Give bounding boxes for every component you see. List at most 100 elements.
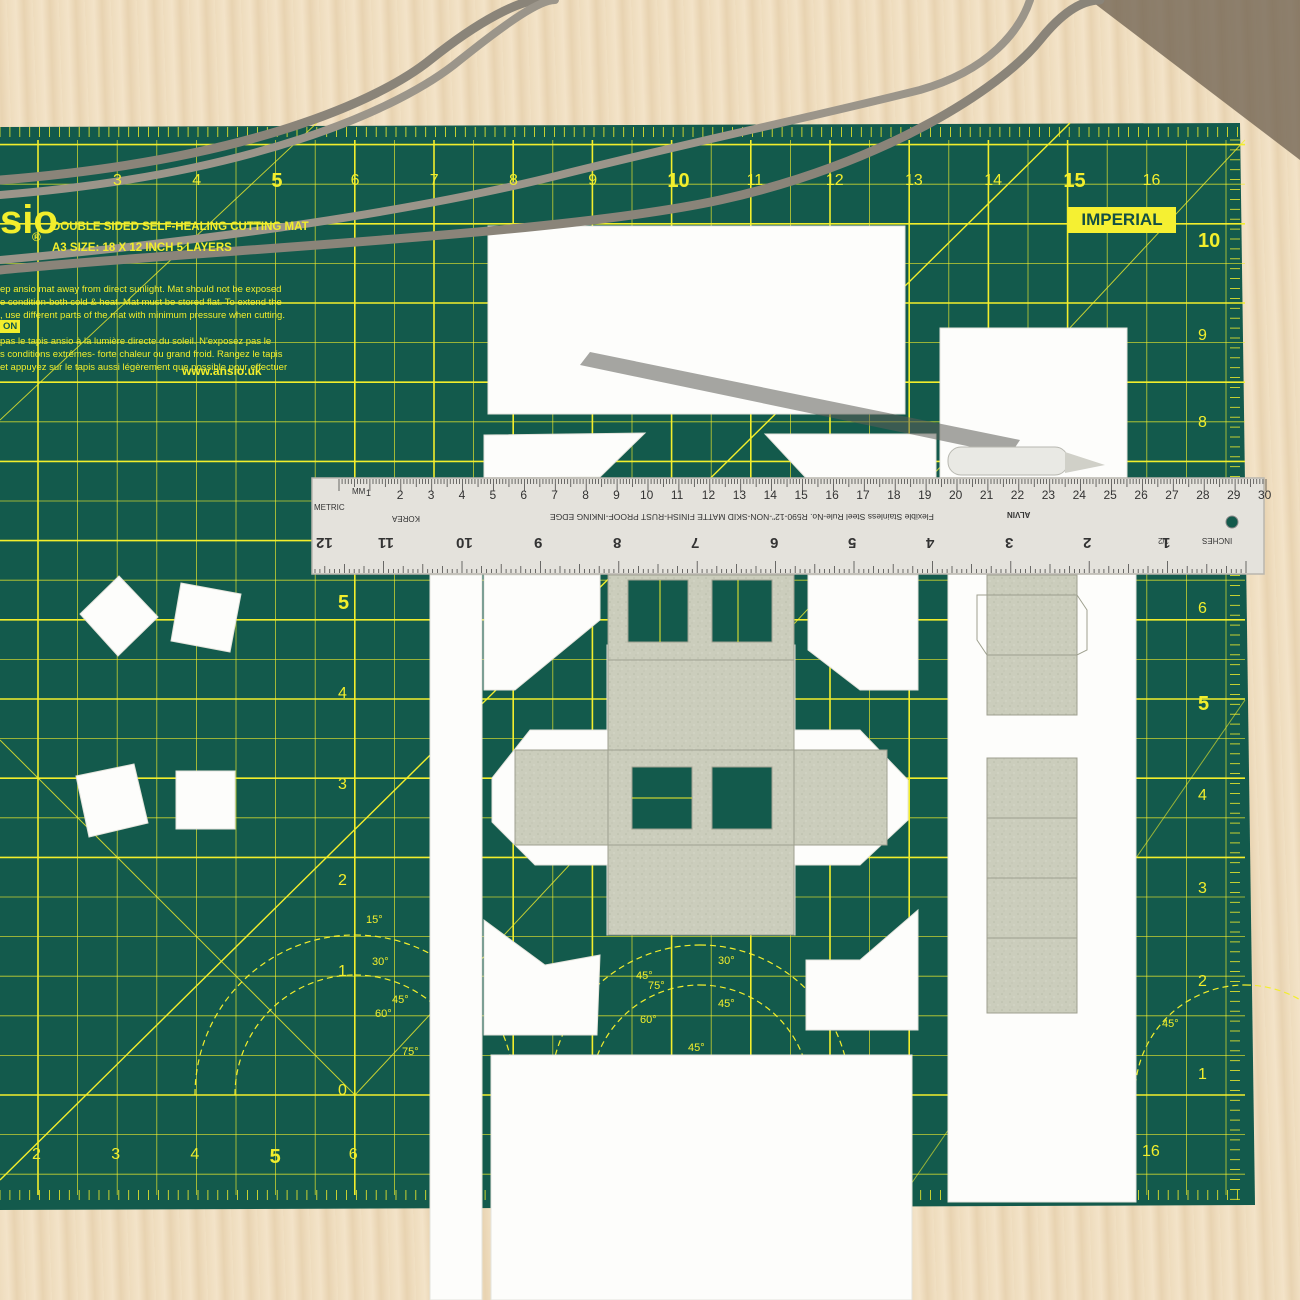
ruler-metric-number: 14 (763, 488, 777, 502)
ruler-inch-number: 10 (456, 534, 473, 551)
ruler-metric-number: 15 (794, 488, 808, 502)
mat-top-number: 10 (667, 170, 690, 192)
ruler-metric-number: 26 (1134, 488, 1148, 502)
mat-angle-label: 45° (1162, 1018, 1179, 1030)
mat-top-number: 3 (113, 172, 122, 189)
ruler-metric-number: 6 (520, 488, 528, 502)
ruler-metric-number: 22 (1010, 488, 1025, 502)
mat-top-number: 13 (905, 172, 923, 189)
mat-bottom-number: 3 (111, 1146, 121, 1163)
caution-en-1: ep ansio mat away from direct sunlight. … (0, 284, 282, 295)
ruler-metric-number: 7 (551, 488, 558, 502)
ruler-metric-number: 25 (1103, 488, 1117, 502)
ruler-metric-number: 5 (489, 488, 497, 502)
caution-en-3: , use different parts of the mat with mi… (0, 310, 285, 321)
mat-top-number: 6 (350, 172, 360, 189)
mat-angle-label: 30° (372, 956, 389, 968)
mat-top-number: 7 (429, 172, 439, 189)
strip-net-right (976, 574, 1088, 1014)
paper-square-2 (170, 582, 242, 653)
ruler-origin-label: KOREA (392, 514, 421, 523)
mat-size-line: A3 SIZE: 18 X 12 INCH 5 LAYERS (52, 242, 232, 254)
ruler-metric-number: 11 (670, 488, 684, 502)
ruler-metric-number: 9 (613, 488, 620, 502)
mat-right-number: 6 (1198, 600, 1207, 617)
mat-angle-label: 15° (366, 914, 383, 926)
mat-angle-label: 45° (718, 998, 735, 1010)
ruler-metric-number: 12 (701, 488, 716, 502)
ruler-metric-number: 29 (1227, 488, 1241, 502)
mat-right-number: 9 (1198, 327, 1207, 344)
paper-offcut-5 (483, 919, 601, 1036)
ruler-inch-number: 9 (534, 534, 543, 551)
mat-bottom-number: 5 (269, 1146, 281, 1168)
ruler-metric-number: 20 (949, 488, 963, 502)
ruler-metric-number: 23 (1041, 488, 1056, 502)
mat-angle-label: 75° (648, 980, 665, 992)
ruler-metric-number: 3 (427, 488, 435, 502)
shadow-corner (1090, 0, 1300, 160)
mat-top-number: 8 (509, 172, 518, 189)
caution-fr-1: pas le tapis ansio à la lumière directe … (0, 336, 272, 347)
caution-tag: ON (0, 320, 21, 333)
mat-left-number: 5 (338, 592, 350, 614)
mat-angle-label: 45° (392, 994, 409, 1006)
ruler-inch-number: 1 (1161, 534, 1170, 551)
net-panel-upper (607, 659, 795, 751)
mat-top-number: 12 (825, 172, 844, 189)
craft-knife-icon (580, 352, 1105, 476)
ruler-inch-number: 7 (691, 534, 700, 551)
ruler-inches-label: INCHES (1202, 536, 1233, 545)
ruler-metric-label: METRIC (314, 503, 345, 512)
paper-square-3 (75, 763, 149, 838)
ruler-metric-number: 16 (825, 488, 839, 502)
mat-website: www.ansio.uk (182, 364, 262, 378)
ruler-metric-number: 8 (582, 488, 589, 502)
ruler-inch-number: 2 (1083, 534, 1092, 551)
cable-1 (0, 0, 545, 185)
ruler-inch-number: 12 (316, 534, 333, 551)
mat-angle-label: 45° (636, 970, 653, 982)
mat-right-number: 2 (1198, 973, 1207, 990)
box-net (514, 574, 888, 936)
ruler-metric-number: 21 (979, 488, 994, 502)
mat-right-number: 10 (1198, 230, 1221, 252)
ruler-inch-number: 5 (848, 534, 857, 551)
mat-brand-mark: ® (32, 230, 41, 244)
mat-top-number: 11 (746, 172, 764, 189)
ruler-inch-number: 6 (769, 534, 778, 551)
ruler-metric-number: 17 (856, 488, 870, 502)
window-hole-1 (627, 579, 689, 643)
mat-right-number: 4 (1198, 787, 1207, 804)
ruler-print-line: Flexible Stainless Steel Rule-No. R590-1… (550, 512, 934, 522)
mat-top-number: 9 (588, 172, 598, 189)
mat-top-number: 14 (984, 172, 1002, 189)
mat-right-number: 3 (1198, 880, 1207, 897)
mat-brand: sio (0, 198, 58, 242)
mat-left-number: 1 (338, 963, 347, 980)
mat-top-number: 4 (192, 172, 202, 189)
paper-strip-left (429, 574, 483, 1300)
mat-title: DOUBLE SIDED SELF-HEALING CUTTING MAT (52, 221, 309, 233)
ruler-metric-number: 10 (640, 488, 654, 502)
mat-right-number: 5 (1198, 693, 1210, 715)
mat-left-number: 4 (338, 685, 347, 702)
paper-square-1 (79, 575, 159, 657)
cable-2 (0, 0, 559, 199)
mat-top-number: 5 (271, 170, 283, 192)
net-panel-lower (607, 844, 795, 936)
ruler-metric-number: 27 (1165, 488, 1179, 502)
ruler-metric-number: 19 (918, 488, 932, 502)
caution-fr-2: s conditions extrêmes- forte chaleur ou … (0, 349, 283, 360)
ruler-mm-label: MM (352, 487, 366, 496)
mat-angle-label: 75° (402, 1046, 419, 1058)
mat-bottom-number: 2 (32, 1146, 41, 1163)
caution-fr-3: et appuyez sur le tapis aussi légèrement… (0, 362, 288, 373)
ruler-inch-number: 11 (377, 534, 394, 551)
imperial-badge: IMPERIAL (1068, 207, 1176, 233)
ruler-metric-number: 28 (1196, 488, 1210, 502)
ruler-inch-number: 4 (926, 534, 935, 551)
mat-bottom-number: 16 (1142, 1143, 1160, 1160)
